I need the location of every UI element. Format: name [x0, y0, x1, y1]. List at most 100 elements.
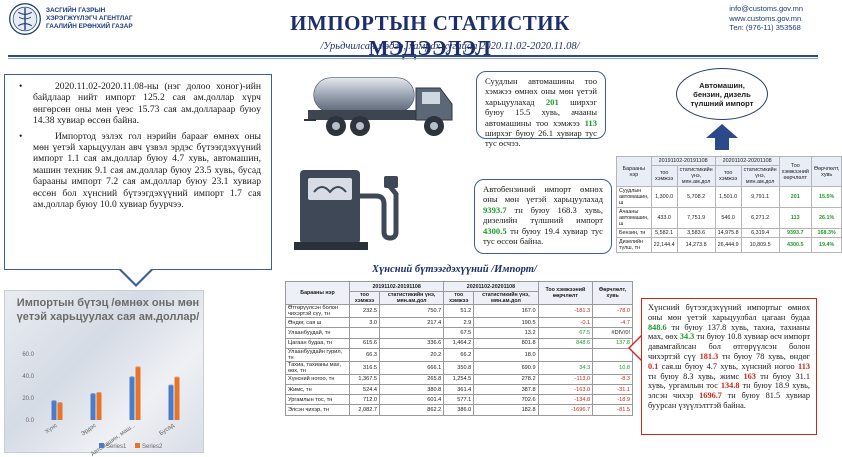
phone-number: Тел: (976-11) 353568: [729, 23, 801, 32]
cell: 2.9: [443, 317, 475, 329]
cell: 1,254.5: [443, 373, 475, 385]
fuel-pump-icon: [294, 170, 399, 250]
vehicles-text-3: ширхэг буюу 26.1 хувиар тус тус өсчээ.: [485, 128, 597, 149]
col-header-qty: тоо хэмжээ: [443, 291, 475, 306]
summary-paragraph-2: Импортод эзлэх гол нэрийн бараағ өмнөх о…: [19, 131, 261, 211]
import-value: 134.8: [720, 381, 740, 391]
trucks-increase-value: 113: [584, 117, 597, 128]
import-value: 113: [798, 361, 810, 371]
cell: 26,444.9: [714, 237, 742, 253]
cell: 361.4: [443, 383, 475, 396]
import-value: 181.3: [699, 351, 719, 361]
cell-diff: 67.5: [537, 327, 594, 339]
cell: 1,367.5: [349, 373, 380, 385]
import-text: тн буюу 8.3 хувь, жимс: [648, 371, 744, 381]
cell: 2,082.7: [349, 404, 380, 416]
org-line-2: ХЭРЭГЖҮҮЛЭГЧ АГЕНТЛАГ: [46, 15, 133, 22]
import-text: сая.ш буюу 4.7 хувь, хүнсний ногоо: [658, 361, 798, 371]
cell: 13.2: [473, 327, 539, 339]
cell-diff: 9393.7: [778, 228, 812, 238]
import-value: 0.1: [648, 361, 659, 371]
cell: 6,271.2: [740, 207, 780, 229]
fuel-text-3: тн буюу 19.4 хувиар тус тус өссөн байна.: [483, 225, 603, 247]
cell-change: #DIV/0!: [592, 327, 633, 339]
row-name: Хүнсний ногоо, тн: [285, 373, 350, 385]
cell: 1,501.0: [714, 186, 742, 208]
cell: 380.8: [378, 383, 445, 396]
cell-change: -8.3: [592, 373, 633, 385]
col-header-change: Өөрчлөлт, хувь: [592, 280, 633, 306]
import-callout-pointer-fill: [630, 336, 642, 360]
email-link[interactable]: info@customs.gov.mn: [729, 4, 803, 13]
import-structure-chart-panel: [4, 290, 204, 453]
org-name: ЗАСГИЙН ГАЗРЫН ХЭРЭГЖҮҮЛЭГЧ АГЕНТЛАГ ГАА…: [46, 7, 133, 31]
cell: 67.5: [443, 327, 475, 339]
x-tick-label: Хүнс: [44, 423, 58, 436]
cell-diff: -1696.7: [537, 404, 594, 416]
col-header-value: статистикийн үнэ, мян.ам.дол: [473, 291, 539, 306]
cell-diff: 113: [778, 207, 812, 229]
food-import-section-title: Хүнсний бүтээгдэхүүний /Импорт/: [372, 264, 537, 275]
cell: 750.7: [378, 304, 445, 319]
cell: 232.5: [349, 304, 380, 319]
row-name: Жимс, тн: [285, 383, 350, 396]
fuel-import-callout: Автобензиний импорт өмнөх оны мөн үетэй …: [474, 179, 612, 254]
bar-cap: [90, 393, 96, 396]
page-title: ИМПОРТЫН СТАТИСТИК МЭДЭЭЛЭЛ: [290, 11, 570, 60]
import-text: тн буюу 18.9 хувь, элсэн чихэр: [648, 381, 810, 401]
cell: 10,809.5: [740, 237, 780, 253]
bar-cap: [168, 384, 174, 387]
row-name: Суудлын автомашин, ш: [616, 186, 652, 208]
food-import-table: Барааны нэр 20191102-20191108 20201102-2…: [285, 280, 633, 416]
bar-cap: [96, 391, 102, 395]
row-name: Элсэн чихэр, тн: [285, 404, 350, 416]
col-header-value: статистикийн үнэ, мян.ам.дол: [676, 165, 716, 187]
cell-diff: [537, 347, 594, 362]
row-name: Ачааны автомашин, ш: [616, 207, 652, 229]
y-tick-label: 0.0: [26, 418, 35, 424]
diesel-increase-value: 4300.5: [483, 225, 507, 236]
col-header-diff: Тоо хэмжээний өөрчлөлт: [537, 280, 594, 306]
col-header-period1: 20191102-20191108: [650, 156, 716, 166]
col-header-qty: тоо хэмжээ: [650, 165, 678, 187]
summary-paragraph-1: 2020.11.02-2020.11.08-ны (нэг долоо хоно…: [19, 81, 261, 127]
cell: 5,582.1: [650, 228, 678, 238]
bar-series1-0: [51, 401, 57, 420]
legend-label: Series1: [106, 444, 127, 450]
table-row: Бензин, тн 5,582.1 3,583.6 14,975.8 6,31…: [616, 228, 842, 238]
row-name: Улаанбуудай, тн: [285, 327, 350, 339]
cell-diff: -0.1: [537, 317, 594, 329]
cell: 14,273.8: [676, 237, 716, 253]
col-header-period2: 20201102-20201108: [714, 156, 780, 166]
legend-label: Series2: [142, 444, 163, 450]
cell-diff: -181.3: [537, 304, 594, 319]
cell: [349, 327, 380, 339]
cell-change: 137.8: [592, 337, 633, 349]
cell-change: -78.0: [592, 304, 633, 319]
bar-series2-3: [174, 377, 180, 420]
bar-cap: [174, 376, 180, 379]
bar-cap: [129, 376, 135, 379]
cell: 182.8: [473, 404, 539, 416]
cell: 702.6: [473, 394, 539, 406]
cell: 577.1: [443, 394, 475, 406]
cars-increase-value: 201: [545, 96, 559, 107]
summary-box: 2020.11.02-2020.11.08-ны (нэг долоо хоно…: [4, 74, 272, 270]
food-import-callout: Хүнсний бүтээгдэхүүний импортыг өмнөх он…: [641, 298, 817, 435]
col-header-value: статистикийн үнэ, мян.ам.дол: [378, 291, 445, 306]
row-name: Дизелийн түлш, тн: [616, 237, 652, 253]
import-value: 34.3: [679, 332, 695, 342]
website-link[interactable]: www.customs.gov.mn: [729, 13, 802, 23]
cell-diff: 34.3: [537, 360, 594, 375]
cell: 433.0: [650, 207, 678, 229]
x-tick-label: Бусад: [159, 422, 176, 437]
cell-diff: 201: [778, 186, 812, 208]
table-row: Суудлын автомашин, ш 1,300.0 5,708.2 1,5…: [616, 186, 842, 208]
